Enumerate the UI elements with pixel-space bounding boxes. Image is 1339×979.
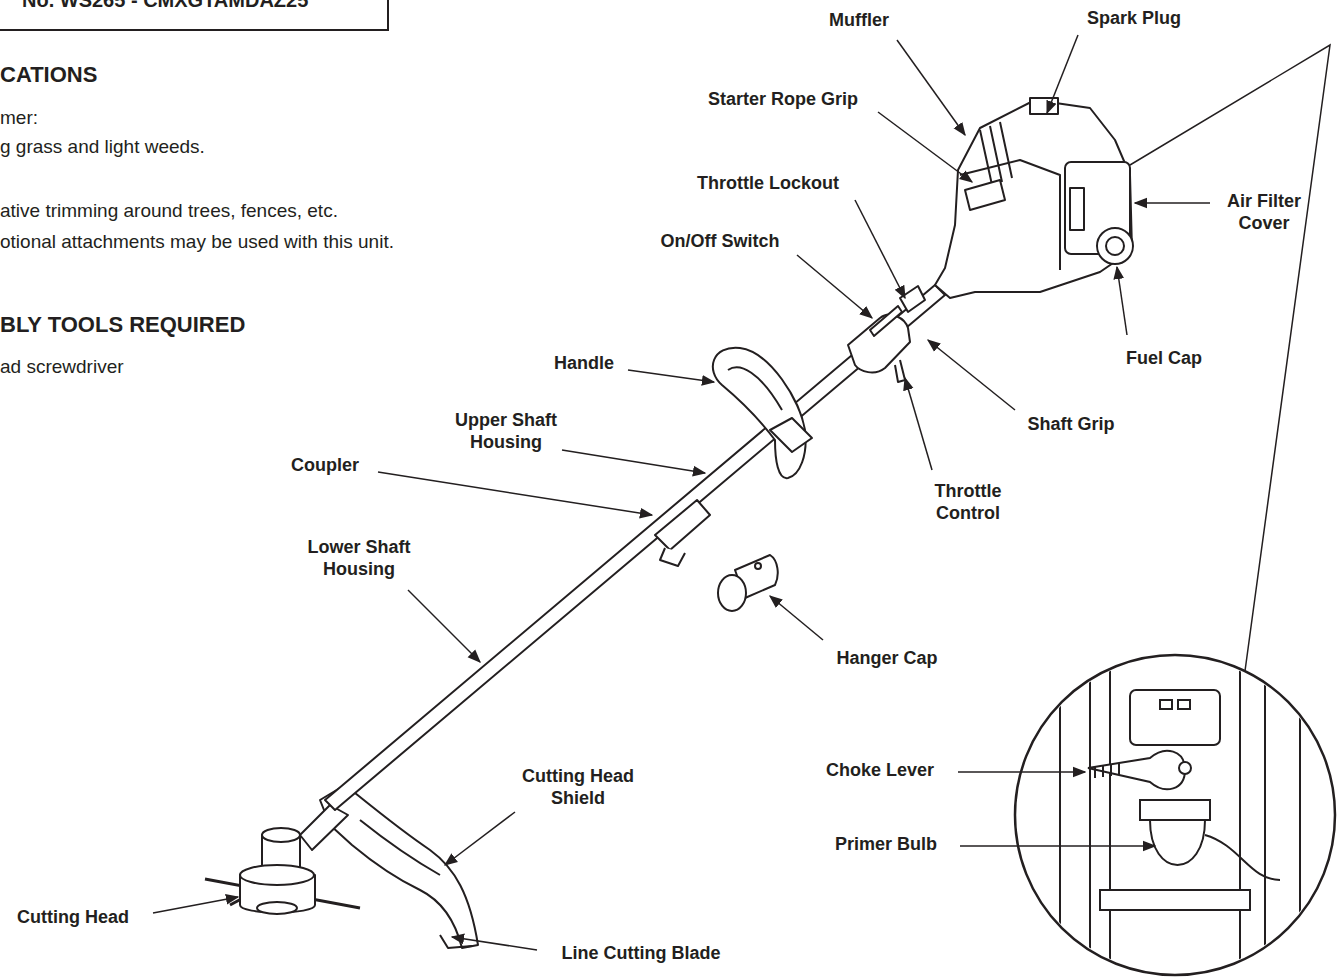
starter-rope-grip <box>965 180 1005 210</box>
frame-lines <box>1090 660 1265 960</box>
hanger-cap-hole <box>755 563 761 569</box>
hanger-cap-end <box>718 575 746 611</box>
leader-lines <box>153 35 1210 950</box>
leader-line <box>1135 202 1210 204</box>
shield-rib <box>360 820 440 875</box>
part-label: Throttle Control <box>923 480 1013 524</box>
leader-line <box>1117 267 1127 335</box>
leader-line <box>878 112 972 182</box>
spec-text: mer: <box>0 107 38 129</box>
part-label: Cutting Head <box>17 906 129 928</box>
leader-line <box>1047 35 1078 113</box>
choke-lever <box>1088 751 1185 789</box>
leader-line <box>797 255 872 318</box>
cutting-head-shield <box>320 785 478 948</box>
part-label: Primer Bulb <box>835 833 937 855</box>
air-filter-latch <box>1070 188 1084 230</box>
part-label: Line Cutting Blade <box>562 942 721 964</box>
leader-line <box>855 200 905 298</box>
leader-line <box>378 472 652 515</box>
leader-line <box>445 812 515 865</box>
part-label: Upper Shaft Housing <box>446 409 566 453</box>
handle-loop <box>713 348 806 478</box>
section-heading: CATIONS <box>0 62 97 88</box>
model-number: No. WS265 - CMXGTAMDAZ25 <box>22 0 308 12</box>
part-label: Air Filter Cover <box>1214 190 1314 234</box>
part-label: Choke Lever <box>826 759 934 781</box>
carburetor-inset <box>1060 650 1300 979</box>
part-label: Hanger Cap <box>836 647 937 669</box>
leader-line <box>153 897 238 913</box>
leader-line <box>562 450 705 473</box>
leader-line <box>960 845 1155 847</box>
part-label: Spark Plug <box>1087 7 1181 29</box>
leader-line <box>452 937 537 950</box>
leader-line <box>897 40 965 135</box>
spec-text: ad screwdriver <box>0 356 124 378</box>
inset-plate <box>1100 890 1250 910</box>
fuel-cap-center <box>1106 237 1124 255</box>
throttle-trigger <box>895 360 905 382</box>
trimmer-drawing <box>205 98 1133 948</box>
part-label: Throttle Lockout <box>697 172 839 194</box>
handle-inner <box>728 367 782 410</box>
engine-housing <box>935 100 1132 298</box>
leader-line <box>958 771 1085 773</box>
part-label: Shaft Grip <box>1027 413 1114 435</box>
gear-head-top <box>262 828 300 842</box>
part-label: Lower Shaft Housing <box>297 536 422 580</box>
coupler <box>655 500 710 550</box>
leader-line <box>628 370 714 382</box>
choke-grip <box>1095 763 1119 778</box>
carb-port <box>1160 700 1172 709</box>
handle-clamp <box>770 418 812 452</box>
part-label: Handle <box>554 352 614 374</box>
spec-text: otional attachments may be used with thi… <box>0 231 394 253</box>
inset-circle <box>1015 655 1335 975</box>
carb-port <box>1178 700 1190 709</box>
spec-text: g grass and light weeds. <box>0 136 205 158</box>
section-heading: BLY TOOLS REQUIRED <box>0 312 245 338</box>
muffler-fins <box>980 122 1012 185</box>
choke-pivot <box>1179 762 1191 774</box>
part-label: On/Off Switch <box>661 230 780 252</box>
shaft-head-joint <box>300 805 348 850</box>
leader-line <box>905 378 932 470</box>
model-number-box: No. WS265 - CMXGTAMDAZ25 <box>0 0 389 31</box>
fuel-line <box>1205 835 1280 880</box>
engine-seam <box>960 160 1060 270</box>
cutting-head-top <box>240 865 314 885</box>
part-label: Muffler <box>829 9 889 31</box>
spark-plug <box>1030 98 1058 114</box>
throttle-lockout <box>900 286 925 312</box>
part-label: Coupler <box>291 454 359 476</box>
part-label: Cutting Head Shield <box>513 765 643 809</box>
primer-bulb <box>1150 820 1205 865</box>
primer-base <box>1140 800 1210 820</box>
shaft-housing <box>325 285 945 810</box>
spec-text: ative trimming around trees, fences, etc… <box>0 200 338 222</box>
carb-body <box>1130 690 1220 745</box>
coupler-knob <box>660 548 685 566</box>
on-off-switch <box>870 306 902 336</box>
leader-line <box>408 590 480 662</box>
inset-bg <box>1060 650 1300 979</box>
cutting-head-bump <box>257 902 297 914</box>
leader-line <box>928 340 1015 410</box>
fuel-cap <box>1097 228 1133 264</box>
leader-line <box>770 596 823 640</box>
part-label: Fuel Cap <box>1126 347 1202 369</box>
part-label: Starter Rope Grip <box>708 88 858 110</box>
